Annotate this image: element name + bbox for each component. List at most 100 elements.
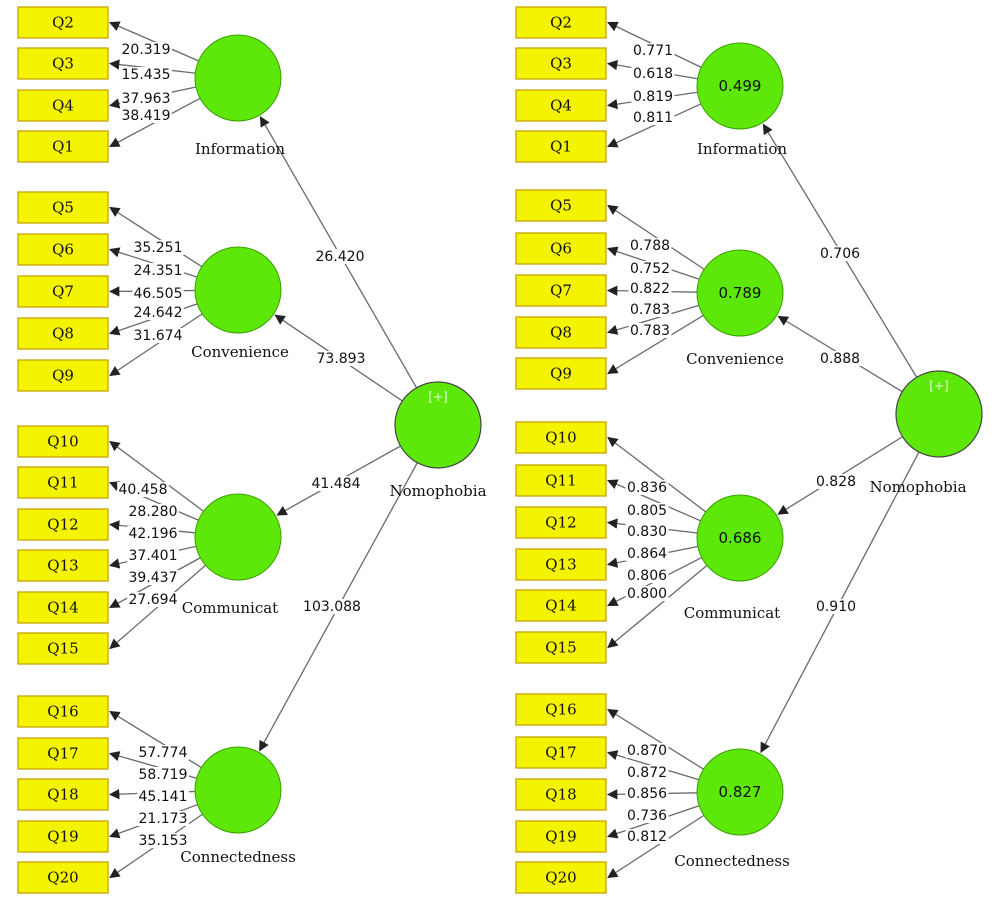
indicator-label: Q13 [47,557,78,575]
construct-convenience: Q5Q6Q7Q8Q9Convenience35.25124.35146.5052… [17,191,289,392]
indicator-box[interactable] [17,591,109,624]
indicator-box[interactable] [515,357,607,390]
construct-circle[interactable] [194,493,282,581]
indicator-box[interactable] [17,275,109,308]
coef-backdrop [132,263,184,278]
coef-backdrop [631,110,675,125]
construct-label: Connectedness [674,852,790,870]
construct-circle[interactable] [696,748,784,836]
indicator-label: Q11 [545,472,576,490]
coef-backdrop [127,592,179,607]
path-coefficient: 0.706 [820,246,860,262]
indicator-box[interactable] [515,89,607,122]
indicator-box[interactable] [515,316,607,349]
construct-circle[interactable] [394,381,482,469]
indicator-box[interactable] [17,317,109,350]
construct-circle[interactable] [895,370,983,458]
indicator-box[interactable] [17,549,109,582]
indicator-box[interactable] [17,425,109,458]
indicator-box[interactable] [17,861,109,894]
loading-arrow [109,21,199,62]
construct-circle[interactable] [696,42,784,130]
loading-arrow [109,206,203,268]
indicator-box[interactable] [515,189,607,222]
coef-backdrop [132,286,184,301]
indicator-label: Q2 [52,14,74,32]
construct-nomophobia: [+]Nomophobia [869,370,983,496]
coef-backdrop [625,808,669,823]
indicator-box[interactable] [17,737,109,770]
loading-coefficient: 0.783 [630,302,670,318]
indicator-box[interactable] [17,632,109,665]
coef-backdrop [137,745,189,760]
indicator-box[interactable] [17,191,109,224]
construct-circle[interactable] [194,34,282,122]
loading-arrow [607,204,705,270]
loading-coefficient: 46.505 [134,286,183,302]
loading-coefficient: 35.153 [139,833,188,849]
indicator-box[interactable] [515,693,607,726]
construct-label: Convenience [686,350,784,368]
indicator-box[interactable] [515,47,607,80]
panel-2: Q2Q3Q4Q10.499Information0.7710.6180.8190… [515,6,983,894]
indicator-label: Q14 [47,599,78,617]
indicator-box[interactable] [17,695,109,728]
coef-backdrop [625,524,669,539]
construct-label: Communicat [684,604,780,622]
indicator-label: Q7 [52,283,74,301]
loading-coefficient: 0.830 [627,524,667,540]
indicator-label: Q3 [550,55,572,73]
coef-backdrop [625,568,669,583]
coef-backdrop [120,67,172,82]
expand-marker-icon[interactable]: [+] [428,390,447,404]
indicator-box[interactable] [515,506,607,539]
construct-circle[interactable] [696,249,784,337]
loading-coefficient: 0.822 [630,281,670,297]
expand-marker-icon[interactable]: [+] [929,379,948,393]
construct-circle[interactable] [696,494,784,582]
construct-circle[interactable] [194,246,282,334]
indicator-box[interactable] [515,778,607,811]
indicator-box[interactable] [17,508,109,541]
indicator-box[interactable] [17,466,109,499]
indicator-label: Q13 [545,556,576,574]
coef-backdrop [631,66,675,81]
indicator-box[interactable] [17,47,109,80]
loading-coefficient: 24.351 [134,263,183,279]
indicator-box[interactable] [17,359,109,392]
indicator-box[interactable] [17,233,109,266]
coef-backdrop [628,323,672,338]
indicator-box[interactable] [17,820,109,853]
indicator-box[interactable] [515,631,607,664]
indicator-box[interactable] [515,589,607,622]
indicator-label: Q8 [550,324,572,342]
loading-coefficient: 0.806 [627,568,667,584]
indicator-box[interactable] [515,421,607,454]
indicator-box[interactable] [515,861,607,894]
path-coefficient: 26.420 [316,249,365,265]
construct-label: Information [195,140,285,158]
indicator-label: Q17 [545,744,576,762]
indicator-box[interactable] [17,89,109,122]
indicator-box[interactable] [17,778,109,811]
indicator-box[interactable] [515,232,607,265]
indicator-box[interactable] [515,274,607,307]
indicator-box[interactable] [17,6,109,39]
indicator-box[interactable] [515,464,607,497]
indicator-label: Q5 [550,197,572,215]
r-squared-value: 0.686 [719,529,762,547]
indicator-box[interactable] [515,548,607,581]
loading-coefficient: 31.674 [134,328,183,344]
construct-circle[interactable] [194,746,282,834]
coef-backdrop [315,351,367,366]
coef-backdrop [625,829,669,844]
indicator-box[interactable] [515,820,607,853]
indicator-label: Q10 [545,429,576,447]
indicator-box[interactable] [515,736,607,769]
indicator-box[interactable] [17,130,109,163]
indicator-box[interactable] [515,130,607,163]
indicator-box[interactable] [515,6,607,39]
coef-backdrop [628,302,672,317]
